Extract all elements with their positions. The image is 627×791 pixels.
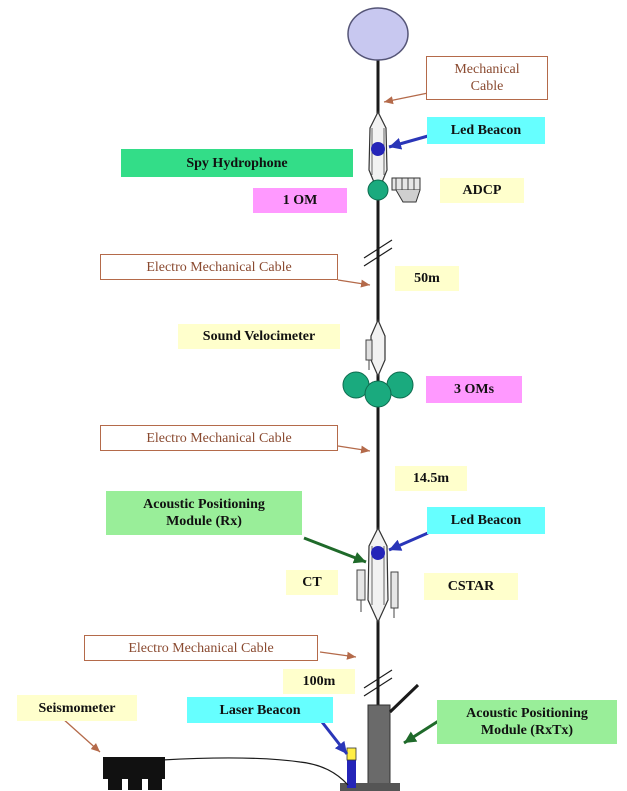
seismometer-arrow [61, 717, 101, 753]
em-cable-arrow [337, 279, 371, 288]
laser-beacon-arrow [320, 721, 349, 755]
sound-velocimeter-label: Sound Velocimeter [178, 324, 340, 349]
apm-rx-label: Acoustic Positioning Module (Rx) [106, 491, 302, 535]
led-beacon-icon [371, 546, 385, 560]
instrument-frame-icon [367, 526, 389, 624]
em-cable-arrow [319, 651, 357, 660]
adcp-label: ADCP [440, 178, 524, 203]
one-om-label: 1 OM [253, 188, 347, 213]
laser-beacon-icon [346, 747, 357, 788]
length-14-5m-label: 14.5m [395, 466, 467, 491]
led-beacon-arrow [388, 531, 429, 552]
em-cable-label-2: Electro Mechanical Cable [100, 425, 338, 451]
apm-rxtx-label: Acoustic Positioning Module (RxTx) [437, 700, 617, 744]
ct-sensor-icon [356, 569, 366, 612]
buoy-icon [347, 7, 409, 61]
seismometer-label: Seismometer [17, 695, 137, 721]
seismometer-cable [161, 757, 349, 786]
cstar-label: CSTAR [424, 573, 518, 600]
three-oms-label: 3 OMs [426, 376, 522, 403]
spy-hydrophone-label: Spy Hydrophone [121, 149, 353, 177]
em-cable-arrow [337, 445, 371, 454]
anchor-block-icon [340, 683, 420, 791]
led-beacon-arrow [388, 134, 429, 150]
seismometer-icon [103, 757, 165, 790]
adcp-instrument-icon [391, 177, 421, 203]
cable-break-icon [363, 239, 393, 267]
em-cable-label-3: Electro Mechanical Cable [84, 635, 318, 661]
led-beacon-label: Led Beacon [427, 117, 545, 144]
mechanical-cable-label: Mechanical Cable [426, 56, 548, 100]
cstar-sensor-icon [390, 571, 399, 618]
optical-module-icon [367, 179, 389, 201]
laser-beacon-label: Laser Beacon [187, 697, 333, 723]
cable-break-icon [363, 669, 393, 697]
em-cable-label-1: Electro Mechanical Cable [100, 254, 338, 280]
led-beacon-icon [371, 142, 385, 156]
length-50m-label: 50m [395, 266, 459, 291]
optical-module-icon [364, 380, 392, 408]
apm-rxtx-arrow [403, 718, 441, 745]
ct-label: CT [286, 570, 338, 595]
apm-rx-arrow [303, 536, 367, 564]
sound-velocimeter-icon [365, 318, 386, 378]
led-beacon-label-2: Led Beacon [427, 507, 545, 534]
mech-cable-arrow [383, 92, 429, 105]
length-100m-label: 100m [283, 669, 355, 694]
